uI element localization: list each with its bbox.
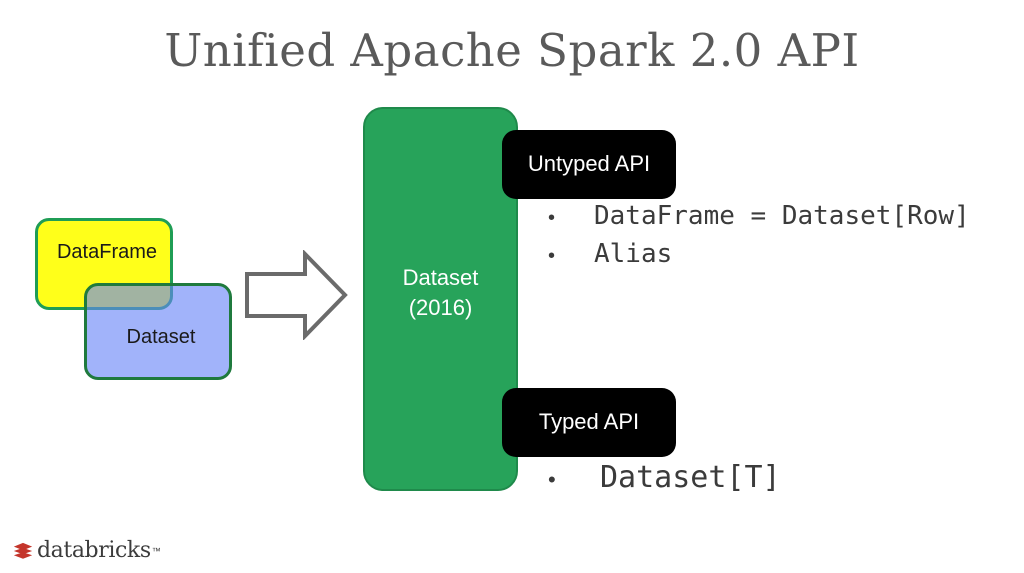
untyped-api-bullet-list: • DataFrame = Dataset[Row] • Alias [548, 200, 970, 276]
dataset-2016-line2: (2016) [408, 295, 473, 320]
dataset-2016-panel: Dataset (2016) [363, 107, 518, 491]
arrow-right-icon [245, 250, 348, 340]
untyped-bullet-text: DataFrame = Dataset[Row] [594, 201, 970, 231]
dataset-box-label: Dataset [126, 326, 196, 348]
untyped-api-badge: Untyped API [502, 130, 676, 199]
list-item: • Alias [548, 238, 970, 270]
bullet-marker-icon: • [548, 207, 556, 229]
untyped-api-label: Untyped API [527, 151, 651, 176]
list-item: • DataFrame = Dataset[Row] [548, 200, 970, 232]
dataset-2016-panel-text: Dataset (2016) [365, 263, 516, 323]
databricks-stacked-layers-icon [13, 542, 33, 559]
databricks-logo: databricks ™ [12, 540, 161, 562]
dataset-box: Dataset [84, 283, 232, 380]
databricks-wordmark: databricks [37, 538, 151, 563]
typed-api-bullet-list: • Dataset[T] [548, 460, 781, 496]
typed-api-label: Typed API [538, 409, 640, 434]
bullet-marker-icon: • [548, 467, 556, 492]
dataset-2016-line1: Dataset [402, 265, 479, 290]
list-item: • Dataset[T] [548, 460, 781, 496]
page-title: Unified Apache Spark 2.0 API [164, 24, 860, 77]
typed-api-badge: Typed API [502, 388, 676, 457]
bullet-marker-icon: • [548, 245, 556, 267]
untyped-bullet-text: Alias [594, 239, 673, 269]
typed-bullet-text: Dataset[T] [600, 460, 781, 495]
trademark-symbol: ™ [151, 546, 161, 556]
dataframe-box-label: DataFrame [56, 241, 158, 263]
